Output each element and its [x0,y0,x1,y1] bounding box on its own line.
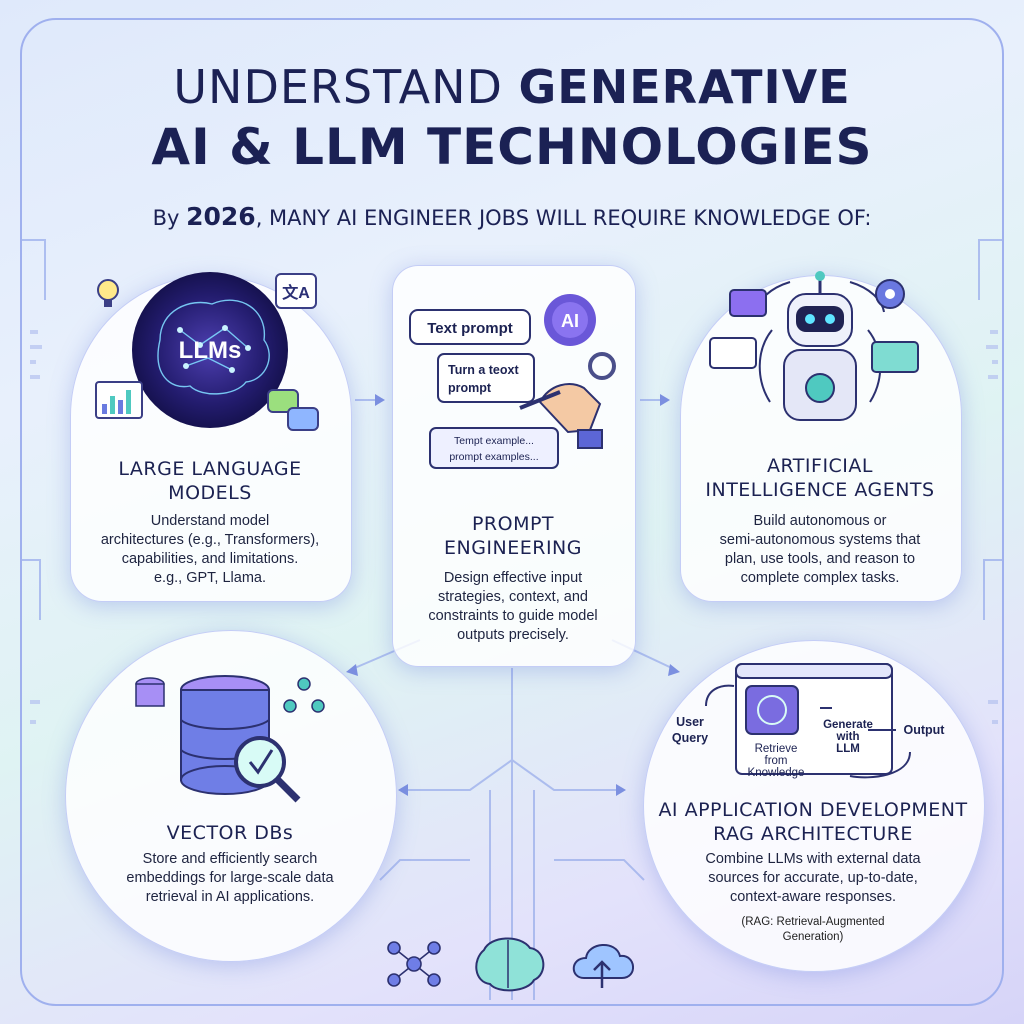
example-line-1: Tempt example... [454,435,534,447]
llm-desc-line-3: capabilities, and limitations. [121,551,299,567]
magnifier-icon [234,736,301,803]
turn-prompt-line-1: Turn a teoxt [448,363,519,377]
browser-icon [709,337,757,369]
rag-heading-line-2: RAG ARCHITECTURE [713,823,913,845]
user-query-line-2: Query [672,731,708,745]
llm-heading-line-2: MODELS [168,482,252,504]
title-bold-word: GENERATIVE [518,60,851,114]
rag-heading-line-1: AI APPLICATION DEVELOPMENT [658,799,968,821]
rag-desc-line-3: context-aware responses. [729,889,897,905]
llm-desc-line-4: e.g., GPT, Llama. [153,570,267,586]
agents-graphic [709,271,919,421]
vector-desc-line-2: embeddings for large-scale data [126,870,334,886]
vector-desc-line-1: Store and efficiently search [142,851,318,867]
knowledge-icon [745,685,799,735]
llm-description: Understand model architectures (e.g., Tr… [80,512,340,588]
llm-heading: LARGE LANGUAGE MODELS [80,457,340,505]
vector-graphic [135,675,325,803]
vector-description: Store and efficiently search embeddings … [80,850,380,907]
decorative-frame [20,18,1004,1006]
prompt-description: Design effective input strategies, conte… [398,569,628,645]
subtitle: By 2026, MANY AI ENGINEER JOBS WILL REQU… [0,202,1024,231]
agents-desc-line-3: plan, use tools, and reason to [724,551,916,567]
translate-icon: 文A [275,273,317,309]
example-line-2: prompt examples... [449,451,538,463]
rag-footnote: (RAG: Retrieval-Augmented Generation) [670,915,956,945]
brain-icon [475,937,545,992]
prompt-heading-line-2: ENGINEERING [443,537,582,559]
rag-desc-line-2: sources for accurate, up-to-date, [708,870,918,886]
llm-heading-line-1: LARGE LANGUAGE [118,458,302,480]
network-icon [283,677,325,713]
rag-note-line-2: Generation) [782,931,844,943]
agents-desc-line-2: semi-autonomous systems that [719,532,921,548]
svg-text:文A: 文A [282,283,310,302]
title-light-word: UNDERSTAND [173,60,503,114]
bottom-icons [387,937,634,992]
prompt-graphic: Text prompt AI Turn a teoxt prompt Tempt… [409,294,616,469]
agents-description: Build autonomous or semi-autonomous syst… [686,512,954,588]
agents-heading-line-1: ARTIFICIAL [766,455,873,477]
agents-desc-line-4: complete complex tasks. [740,570,900,586]
rag-desc-line-1: Combine LLMs with external data [705,851,921,867]
page-title-line-2: AI & LLM TECHNOLOGIES [151,118,873,176]
rag-graphic: User Query Retrieve from Knowledge Gener… [672,663,946,779]
rag-description: Combine LLMs with external data sources … [660,850,966,907]
brain-icon [132,272,288,428]
generate-line-1: Generate [823,719,873,731]
tool-card-icon [729,289,767,317]
text-prompt-label: Text prompt [427,320,513,337]
prompt-desc-line-3: constraints to guide model [428,608,598,624]
chat-bubbles-icon [267,389,319,431]
vector-desc-line-3: retrieval in AI applications. [145,889,315,905]
neural-network-icon [387,941,441,987]
agents-heading-line-2: INTELLIGENCE AGENTS [705,479,935,501]
lightbulb-icon [97,279,119,307]
visual-icon [871,341,919,373]
bar-chart-icon [95,381,143,419]
rag-heading: AI APPLICATION DEVELOPMENT RAG ARCHITECT… [638,798,988,846]
retrieve-line-3: Knowledge [748,767,805,779]
agents-heading: ARTIFICIAL INTELLIGENCE AGENTS [682,454,958,502]
robot-icon [783,271,857,421]
user-query-line-1: User [676,715,704,729]
hand-pen-icon [519,383,603,449]
database-icon [180,675,270,795]
subtitle-prefix: By [152,206,180,230]
prompt-desc-line-1: Design effective input [443,570,583,586]
prompt-desc-line-4: outputs precisely. [457,627,569,643]
retrieve-line-1: Retrieve [755,743,798,755]
llm-desc-line-1: Understand model [150,513,270,529]
prompt-heading: PROMPT ENGINEERING [392,512,634,560]
gear-icon: AI [544,294,616,380]
gear-icon [875,279,905,309]
generate-line-2: with [836,731,860,743]
agents-desc-line-1: Build autonomous or [753,513,887,529]
text-prompt-bubble [409,309,531,345]
turn-prompt-box [437,353,535,403]
ai-badge: AI [561,311,579,331]
llm-badge: LLMs [179,337,242,364]
example-box [429,427,559,469]
output-label: Output [904,723,946,737]
llm-desc-line-2: architectures (e.g., Transformers), [100,532,320,548]
subtitle-year: 2026 [186,202,256,231]
vector-heading: VECTOR DBs [166,822,294,844]
retrieve-line-2: from [765,755,788,767]
llm-graphic: LLMs 文A [95,272,319,431]
cloud-upload-icon [572,944,634,988]
rag-note-line-1: (RAG: Retrieval-Augmented [741,916,885,928]
prompt-desc-line-2: strategies, context, and [438,589,588,605]
generate-line-3: LLM [836,743,860,755]
turn-prompt-line-2: prompt [448,381,492,395]
prompt-heading-line-1: PROMPT [471,513,555,535]
page-title-line-1: UNDERSTAND GENERATIVE [0,60,1024,114]
subtitle-text: , MANY AI ENGINEER JOBS WILL REQUIRE KNO… [255,206,872,230]
